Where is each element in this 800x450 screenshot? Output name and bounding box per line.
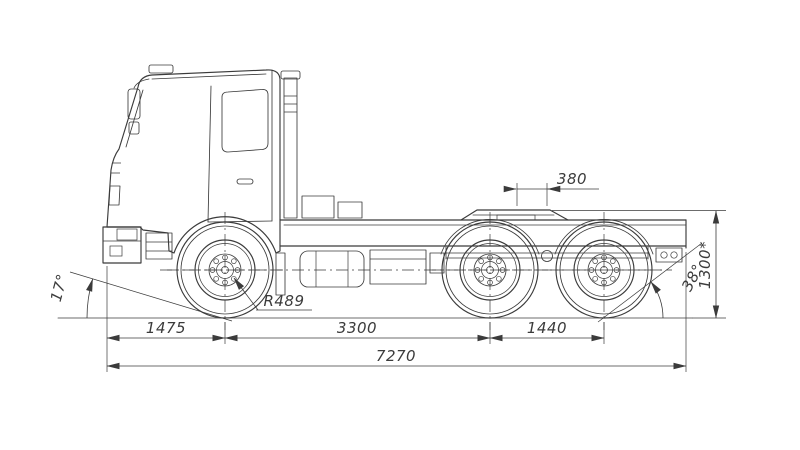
door-handle [236,178,254,185]
behind-cab-equipment [301,195,363,219]
mirror [127,78,150,135]
dimension-overall-length: 7270 [106,347,687,370]
dimension-bogie-base: 1440 [489,319,605,342]
license-plate [116,228,138,241]
dimension-saddle-offset: 380 [503,170,599,193]
headlight [108,185,121,206]
chassis-box [429,252,445,274]
dimension-tyre-radius: R489 [233,277,312,311]
dim-label-approach-angle: 17° [47,272,72,304]
rear-wheel-2-centerline [545,211,663,331]
dim-label-saddle-offset: 380 [557,170,587,188]
dimension-front-overhang: 1475 [106,319,226,342]
dim-label-wheelbase: 3300 [337,319,377,337]
battery-box [369,249,427,285]
fifth-wheel-coupling [460,209,569,221]
dim-label-saddle-height: 1300* [696,241,714,289]
roof-marker [148,64,174,74]
front-wheel-centerline [166,211,284,331]
front-mudflap [275,252,286,296]
cab-step-box [145,232,173,260]
dim-label-bogie-base: 1440 [527,319,567,337]
cab [106,64,281,254]
rear-wheel-1-centerline [431,211,549,331]
dimension-wheelbase: 3300 [224,319,491,342]
air-intake-stack [280,70,301,219]
door-window [221,89,269,153]
fog-lamp [109,245,123,257]
dim-label-overall-length: 7270 [376,347,416,365]
rear-lamp-cluster [655,247,683,263]
dim-label-front-overhang: 1475 [146,319,186,337]
dim-label-tyre-radius: R489 [263,292,304,310]
fuel-tank [299,250,365,288]
dimension-saddle-height: 1300* [696,210,720,319]
equalizer-pivot [541,250,553,262]
front-bumper [102,226,142,264]
